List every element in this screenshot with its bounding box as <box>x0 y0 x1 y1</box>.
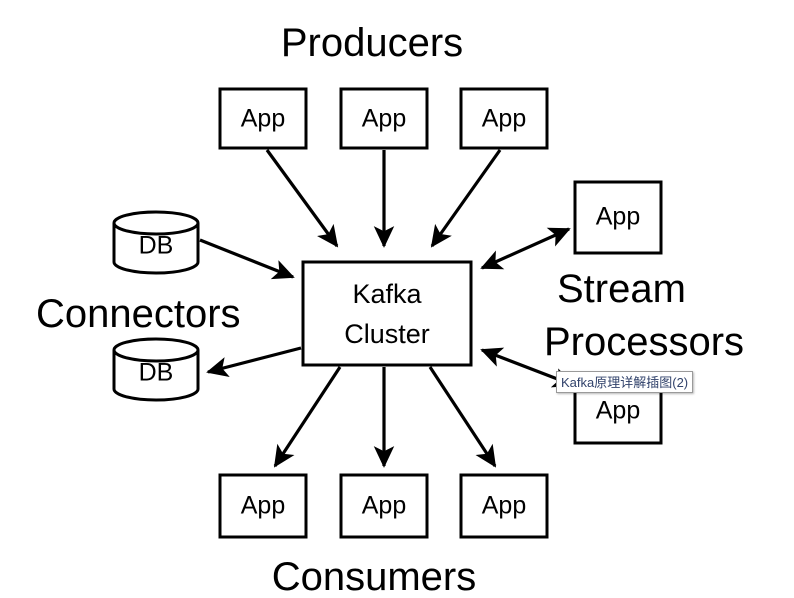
group-label-consumers: Consumers <box>272 555 477 598</box>
producer-app-3[interactable]: App <box>459 87 549 150</box>
edge-cluster-to-consumer-1 <box>273 366 342 468</box>
consumer-app-1-label: App <box>241 492 285 520</box>
group-label-stream-processors-line2: Processors <box>544 320 744 364</box>
stream-app-1-box <box>573 180 663 255</box>
kafka-cluster-label-line2: Cluster <box>344 319 430 349</box>
consumer-app-1[interactable]: App <box>218 473 308 539</box>
edge-producer-1-to-cluster <box>265 149 339 248</box>
connector-db-2-top <box>112 337 200 363</box>
connector-db-2-body <box>112 350 200 402</box>
producer-app-2[interactable]: App <box>339 87 429 150</box>
stream-app-1[interactable]: App <box>573 180 663 255</box>
connector-db-1[interactable]: DB <box>112 210 200 275</box>
producer-app-1-box <box>218 87 308 150</box>
producer-app-3-box <box>459 87 549 150</box>
consumer-app-1-box <box>218 473 308 539</box>
kafka-cluster-box <box>301 260 473 367</box>
edge-cluster-to-stream-app-1 <box>480 227 571 270</box>
edge-cluster-to-consumer-3 <box>428 366 497 468</box>
stream-app-1-label: App <box>596 203 640 231</box>
producer-app-3-label: App <box>482 105 526 133</box>
image-tooltip: Kafka原理详解插图(2) <box>556 371 693 393</box>
group-label-stream-processors-line1: Stream <box>557 267 686 311</box>
group-label-connectors: Connectors <box>36 292 241 336</box>
producer-app-1[interactable]: App <box>218 87 308 150</box>
stream-app-2-label: App <box>596 397 640 425</box>
consumer-app-2-box <box>339 473 429 539</box>
connector-db-1-body <box>112 223 200 275</box>
producer-app-2-box <box>339 87 429 150</box>
consumer-app-3[interactable]: App <box>459 473 549 539</box>
kafka-cluster-label-line1: Kafka <box>352 279 422 309</box>
consumer-app-3-box <box>459 473 549 539</box>
group-label-producers: Producers <box>281 21 463 65</box>
consumer-app-2-label: App <box>362 492 406 520</box>
connector-db-1-top <box>112 210 200 236</box>
producer-app-1-label: App <box>241 105 285 133</box>
connector-db-2-label: DB <box>139 359 174 387</box>
connector-db-2[interactable]: DB <box>112 337 200 402</box>
producer-app-2-label: App <box>362 105 406 133</box>
connector-db-1-label: DB <box>139 232 174 260</box>
edge-connector-db-1-to-cluster <box>199 238 295 280</box>
consumer-app-2[interactable]: App <box>339 473 429 539</box>
kafka-cluster-node[interactable]: Kafka Cluster <box>301 260 473 367</box>
edge-producer-3-to-cluster <box>430 149 502 248</box>
image-tooltip-text: Kafka原理详解插图(2) <box>561 374 689 390</box>
consumer-app-3-label: App <box>482 492 526 520</box>
edge-cluster-to-connector-db-2 <box>206 346 302 377</box>
